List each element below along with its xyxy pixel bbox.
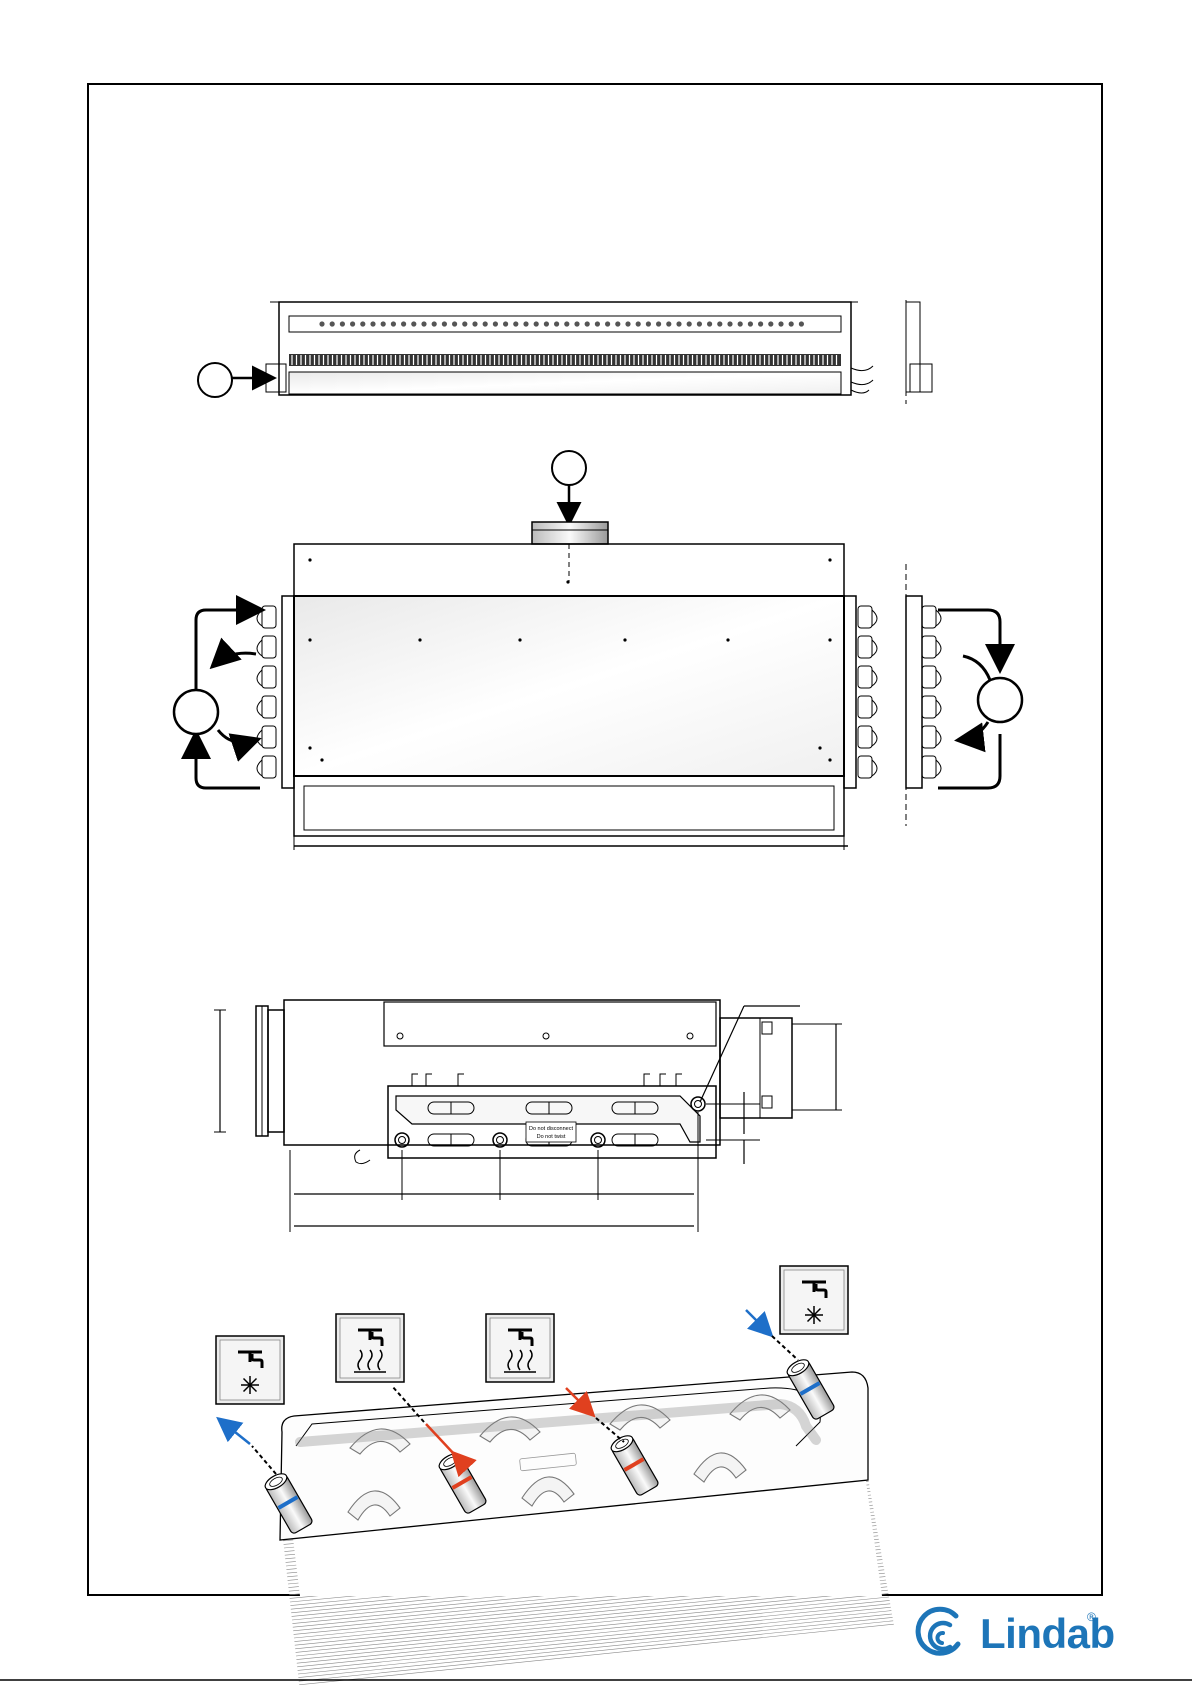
front-view [257,522,941,850]
warning-label-2: Do not twist [537,1134,566,1140]
callout-circle-right [978,678,1022,722]
brand-logo: Lindab ® [912,1604,1112,1668]
callout-circle-top [552,451,586,485]
top-view-hole-row [319,321,804,326]
coil-3d-view [280,1372,894,1685]
tap-snowflake-icon [216,1336,284,1404]
top-view [266,300,932,404]
warning-label-1: Do not disconnect [529,1126,573,1132]
flow-arrow-cold-out [220,1420,276,1474]
tap-heat-icon [486,1314,554,1382]
callout-circle-left [174,690,218,734]
tap-snowflake-icon [780,1266,848,1334]
tap-heat-icon [336,1314,404,1382]
callout-circle-left-top [198,363,232,397]
bottom-view [214,1000,842,1232]
registered-mark: ® [1087,1610,1096,1624]
